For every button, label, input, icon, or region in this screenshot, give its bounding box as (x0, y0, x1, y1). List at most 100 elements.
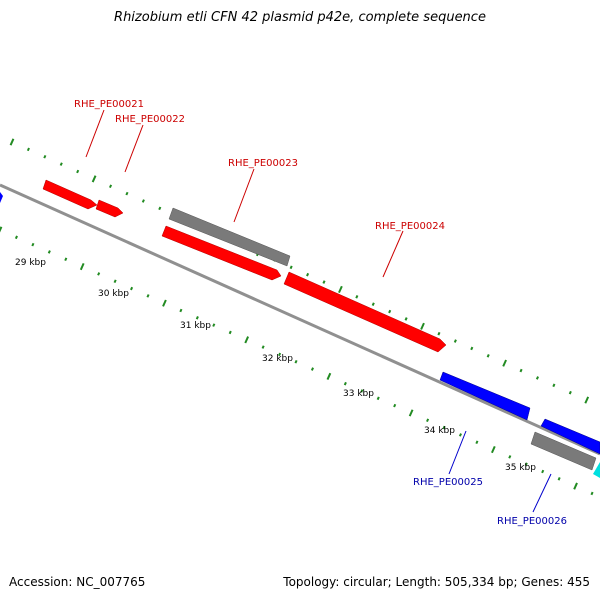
label-leaders (85, 109, 552, 513)
outer-track-minor-tick (453, 339, 457, 343)
inner-track-minor-tick (113, 279, 117, 284)
inner-track-minor-tick (393, 403, 397, 408)
map-title: Rhizobium etli CFN 42 plasmid p42e, comp… (114, 10, 486, 25)
gene-arrow-rhe-pe00024[interactable] (283, 271, 447, 353)
leader-rhe-pe00021 (85, 109, 105, 158)
inner-track-minor-tick (541, 469, 545, 474)
inner-track-minor-tick (360, 389, 364, 393)
outer-track-minor-tick (404, 317, 408, 321)
inner-track-minor-tick (261, 345, 265, 349)
gene-label-rhe-pe00024[interactable]: RHE_PE00024 (375, 221, 445, 232)
outer-track-minor-tick (26, 147, 30, 152)
gene-arrow-rhe-pe00021[interactable] (42, 179, 98, 210)
inner-track-minor-tick (64, 257, 68, 262)
kbp-label-31: 31 kbp (180, 321, 211, 331)
gene-arrow-offscreen-left[interactable] (0, 192, 3, 203)
outer-track-minor-tick (289, 265, 293, 270)
inner-track-minor-tick (310, 367, 314, 371)
inner-track-minor-tick (31, 242, 35, 247)
outer-track-minor-tick (306, 272, 310, 277)
inner-track-minor-tick (376, 396, 380, 401)
outer-track-minor-tick (355, 295, 359, 299)
gene-arrow-rhe-pe00022[interactable] (95, 199, 124, 218)
gene-arrow-rhe-pe00025[interactable] (439, 371, 531, 421)
gene-arrow-rhe-pe00023-forward[interactable] (161, 225, 282, 281)
outer-track-major-tick (420, 322, 425, 330)
inner-track-minor-tick (442, 425, 446, 430)
leader-rhe-pe00024 (382, 230, 404, 278)
kbp-label-34: 34 kbp (424, 426, 455, 436)
outer-track-minor-tick (59, 162, 63, 166)
inner-track-minor-tick (426, 418, 430, 423)
outer-track-major-tick (338, 285, 343, 294)
inner-track-minor-tick (475, 440, 479, 445)
outer-track-minor-tick (141, 199, 145, 203)
outer-track-minor-tick (552, 383, 556, 388)
gene-arrow-rhe-pe00026[interactable] (540, 418, 600, 455)
leader-rhe-pe00025 (448, 430, 467, 475)
kbp-label-33: 33 kbp (343, 389, 374, 399)
leader-rhe-pe00022 (124, 124, 144, 173)
outer-track-minor-tick (76, 169, 80, 174)
accession-text: Accession: NC_007765 (9, 575, 146, 589)
outer-track-minor-tick (108, 184, 113, 189)
inner-track-minor-tick (343, 381, 347, 386)
outer-track-minor-tick (486, 354, 490, 358)
outer-track-minor-tick (322, 280, 326, 284)
inner-track-minor-tick (278, 352, 282, 357)
rna-feature-arrow[interactable] (593, 462, 600, 478)
outer-track-minor-tick (43, 154, 47, 159)
gene-labels: RHE_PE00021 RHE_PE00022 RHE_PE00023 RHE_… (74, 99, 567, 527)
kbp-labels: 29 kbp 30 kbp 31 kbp 32 kbp 33 kbp 34 kb… (15, 258, 536, 473)
inner-track-minor-tick (130, 286, 134, 291)
inner-track-minor-tick (212, 323, 216, 327)
reverse-gene-track (439, 371, 600, 478)
inner-track-minor-tick (557, 477, 561, 481)
inner-track-minor-tick (146, 294, 150, 298)
inner-track-major-tick (244, 336, 250, 344)
outer-track-major-tick (9, 138, 15, 146)
gene-label-rhe-pe00021[interactable]: RHE_PE00021 (74, 99, 144, 110)
inner-track-major-tick (573, 482, 578, 490)
inner-track-minor-tick (47, 250, 51, 254)
kbp-label-30: 30 kbp (98, 289, 129, 299)
gene-label-rhe-pe00026[interactable]: RHE_PE00026 (497, 516, 567, 527)
outer-track-minor-tick (158, 206, 162, 211)
inner-track-minor-tick (179, 308, 183, 313)
leader-rhe-pe00023 (233, 168, 255, 223)
kbp-label-32: 32 kbp (262, 354, 293, 364)
outer-track-major-tick (584, 396, 590, 404)
leader-rhe-pe00026 (532, 473, 552, 513)
kbp-label-29: 29 kbp (15, 258, 46, 268)
outer-track-minor-tick (470, 346, 474, 351)
inner-tick-track (0, 226, 594, 496)
inner-track-minor-tick (458, 433, 462, 437)
gray-feature-2[interactable] (530, 431, 597, 471)
inner-track-minor-tick (524, 462, 528, 466)
outer-track-minor-tick (437, 331, 441, 336)
outer-track-minor-tick (535, 376, 539, 380)
inner-track-major-tick (491, 445, 496, 454)
gene-label-rhe-pe00022[interactable]: RHE_PE00022 (115, 114, 185, 125)
outer-track-minor-tick (388, 309, 392, 314)
outer-track-major-tick (91, 175, 97, 183)
gene-label-rhe-pe00023[interactable]: RHE_PE00023 (228, 158, 298, 169)
inner-track-minor-tick (228, 330, 232, 335)
inner-track-major-tick (79, 262, 85, 271)
gene-label-rhe-pe00025[interactable]: RHE_PE00025 (413, 477, 483, 488)
inner-track-minor-tick (294, 359, 298, 364)
other-feature-track (168, 207, 597, 471)
inner-track-minor-tick (590, 491, 594, 496)
outer-track-minor-tick (568, 390, 572, 395)
inner-track-major-tick (0, 226, 3, 233)
kbp-label-35: 35 kbp (505, 463, 536, 473)
inner-track-minor-tick (97, 272, 101, 276)
backbone-line (0, 183, 600, 456)
inner-track-minor-tick (14, 235, 18, 240)
gray-feature-1[interactable] (168, 207, 291, 267)
inner-track-major-tick (326, 372, 332, 380)
outer-track-major-tick (502, 359, 507, 367)
outer-track-minor-tick (125, 191, 129, 196)
